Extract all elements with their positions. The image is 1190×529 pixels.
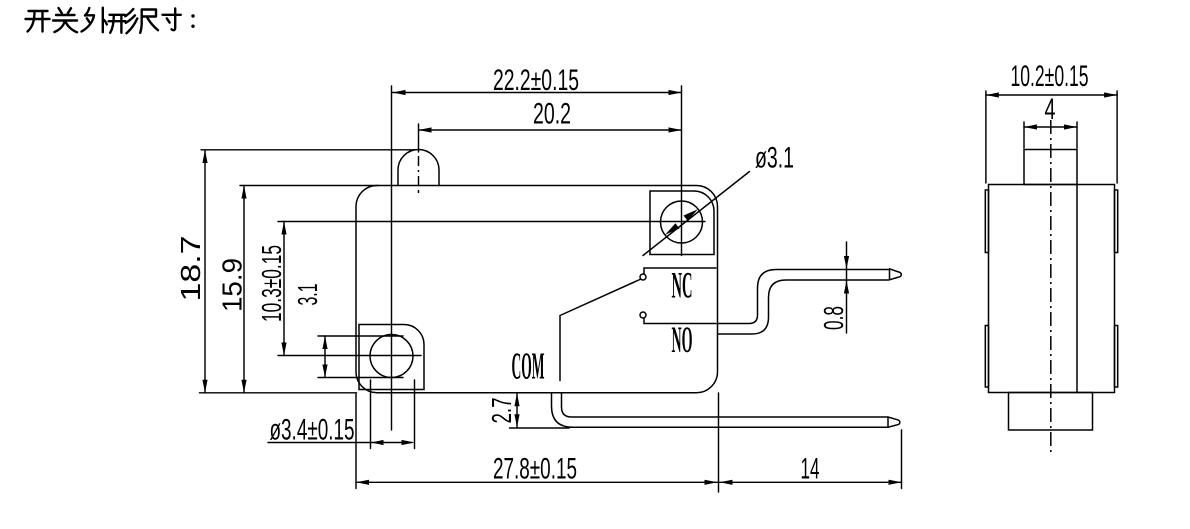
svg-text:3.1: 3.1 bbox=[292, 284, 323, 306]
svg-text:0.8: 0.8 bbox=[818, 306, 849, 330]
svg-text:20.2: 20.2 bbox=[533, 98, 571, 131]
svg-text:14: 14 bbox=[801, 453, 820, 486]
svg-text:COM: COM bbox=[512, 346, 545, 388]
svg-text:ø3.1: ø3.1 bbox=[755, 142, 794, 175]
svg-text:27.8±0.15: 27.8±0.15 bbox=[493, 453, 577, 486]
svg-text:NO: NO bbox=[672, 319, 693, 360]
svg-text:18.7: 18.7 bbox=[175, 236, 206, 302]
svg-text:NC: NC bbox=[672, 265, 693, 306]
svg-text:ø3.4±0.15: ø3.4±0.15 bbox=[270, 414, 355, 447]
svg-text:10.3±0.15: 10.3±0.15 bbox=[256, 245, 287, 322]
svg-text:10.2±0.15: 10.2±0.15 bbox=[1011, 60, 1089, 93]
svg-text:2.7: 2.7 bbox=[486, 398, 517, 424]
svg-text:22.2±0.15: 22.2±0.15 bbox=[493, 64, 579, 97]
svg-text:15.9: 15.9 bbox=[217, 258, 248, 312]
svg-text:4: 4 bbox=[1045, 93, 1056, 126]
